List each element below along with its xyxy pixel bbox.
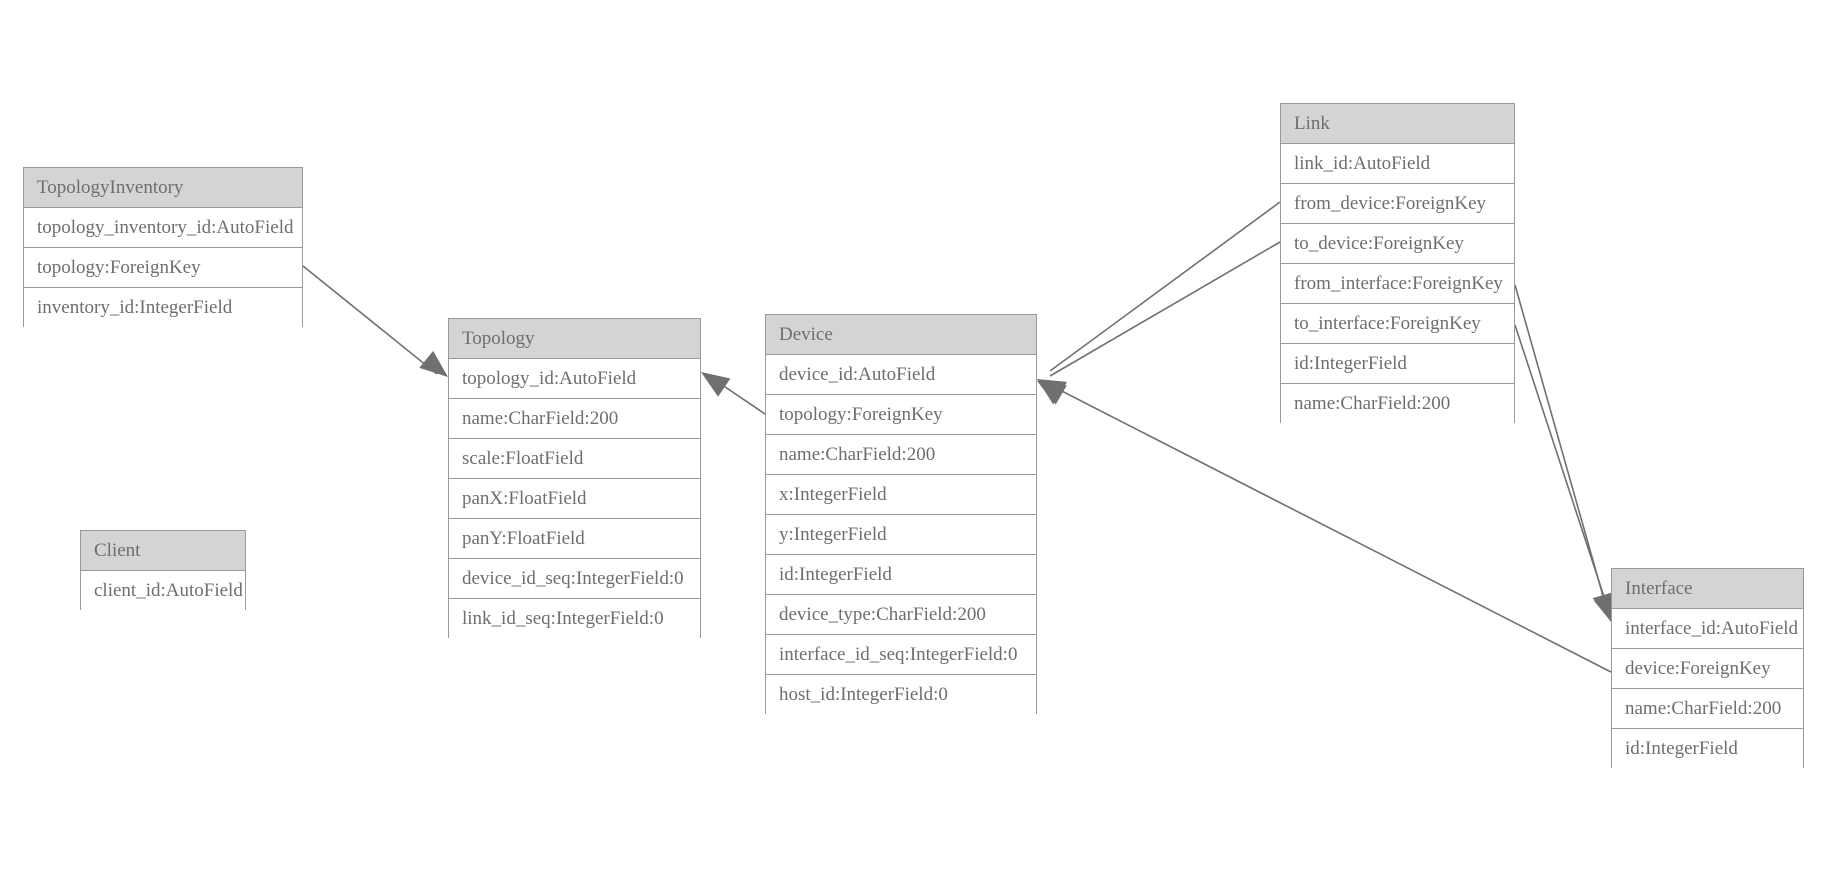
entity-field: panX:FloatField [449, 479, 700, 519]
entity-field: id:IntegerField [1612, 729, 1803, 769]
entity-field: name:CharField:200 [766, 435, 1036, 475]
entity-title-link: Link [1281, 104, 1514, 144]
entity-field: id:IntegerField [1281, 344, 1514, 384]
entity-field: name:CharField:200 [1612, 689, 1803, 729]
relationship-line-link-to-interface [1514, 324, 1610, 613]
entity-title-client: Client [81, 531, 245, 571]
entity-field: interface_id:AutoField [1612, 609, 1803, 649]
entity-field: id:IntegerField [766, 555, 1036, 595]
relationship-line-device-topology [711, 377, 766, 415]
entity-field: name:CharField:200 [1281, 384, 1514, 424]
entity-field: client_id:AutoField [81, 571, 245, 611]
entity-field: to_device:ForeignKey [1281, 224, 1514, 264]
entity-field: device_type:CharField:200 [766, 595, 1036, 635]
entity-field: link_id:AutoField [1281, 144, 1514, 184]
entity-title-device: Device [766, 315, 1036, 355]
entity-field: name:CharField:200 [449, 399, 700, 439]
relationship-line-topologyinventory-topology [302, 265, 438, 375]
entity-field: topology_id:AutoField [449, 359, 700, 399]
entity-field: device:ForeignKey [1612, 649, 1803, 689]
entity-field: host_id:IntegerField:0 [766, 675, 1036, 715]
relationship-line-link-to-device [1049, 241, 1281, 377]
entity-field: to_interface:ForeignKey [1281, 304, 1514, 344]
entity-title-topology: Topology [449, 319, 700, 359]
entity-title-interface: Interface [1612, 569, 1803, 609]
entity-field: from_device:ForeignKey [1281, 184, 1514, 224]
entity-field: scale:FloatField [449, 439, 700, 479]
entity-field: link_id_seq:IntegerField:0 [449, 599, 700, 639]
entity-title-topology_inventory: TopologyInventory [24, 168, 302, 208]
relationship-line-link-from-device [1049, 201, 1281, 372]
entity-field: x:IntegerField [766, 475, 1036, 515]
relationship-line-link-from-interface [1514, 284, 1608, 611]
entity-field: y:IntegerField [766, 515, 1036, 555]
entity-field: topology_inventory_id:AutoField [24, 208, 302, 248]
relationship-line-interface-device [1049, 384, 1612, 673]
entity-field: topology:ForeignKey [766, 395, 1036, 435]
entity-field: from_interface:ForeignKey [1281, 264, 1514, 304]
entity-field: interface_id_seq:IntegerField:0 [766, 635, 1036, 675]
entity-field: inventory_id:IntegerField [24, 288, 302, 328]
relationship-arrowhead-interface-device [1037, 379, 1067, 402]
entity-field: panY:FloatField [449, 519, 700, 559]
entity-field: device_id_seq:IntegerField:0 [449, 559, 700, 599]
entity-field: topology:ForeignKey [24, 248, 302, 288]
entity-field: device_id:AutoField [766, 355, 1036, 395]
